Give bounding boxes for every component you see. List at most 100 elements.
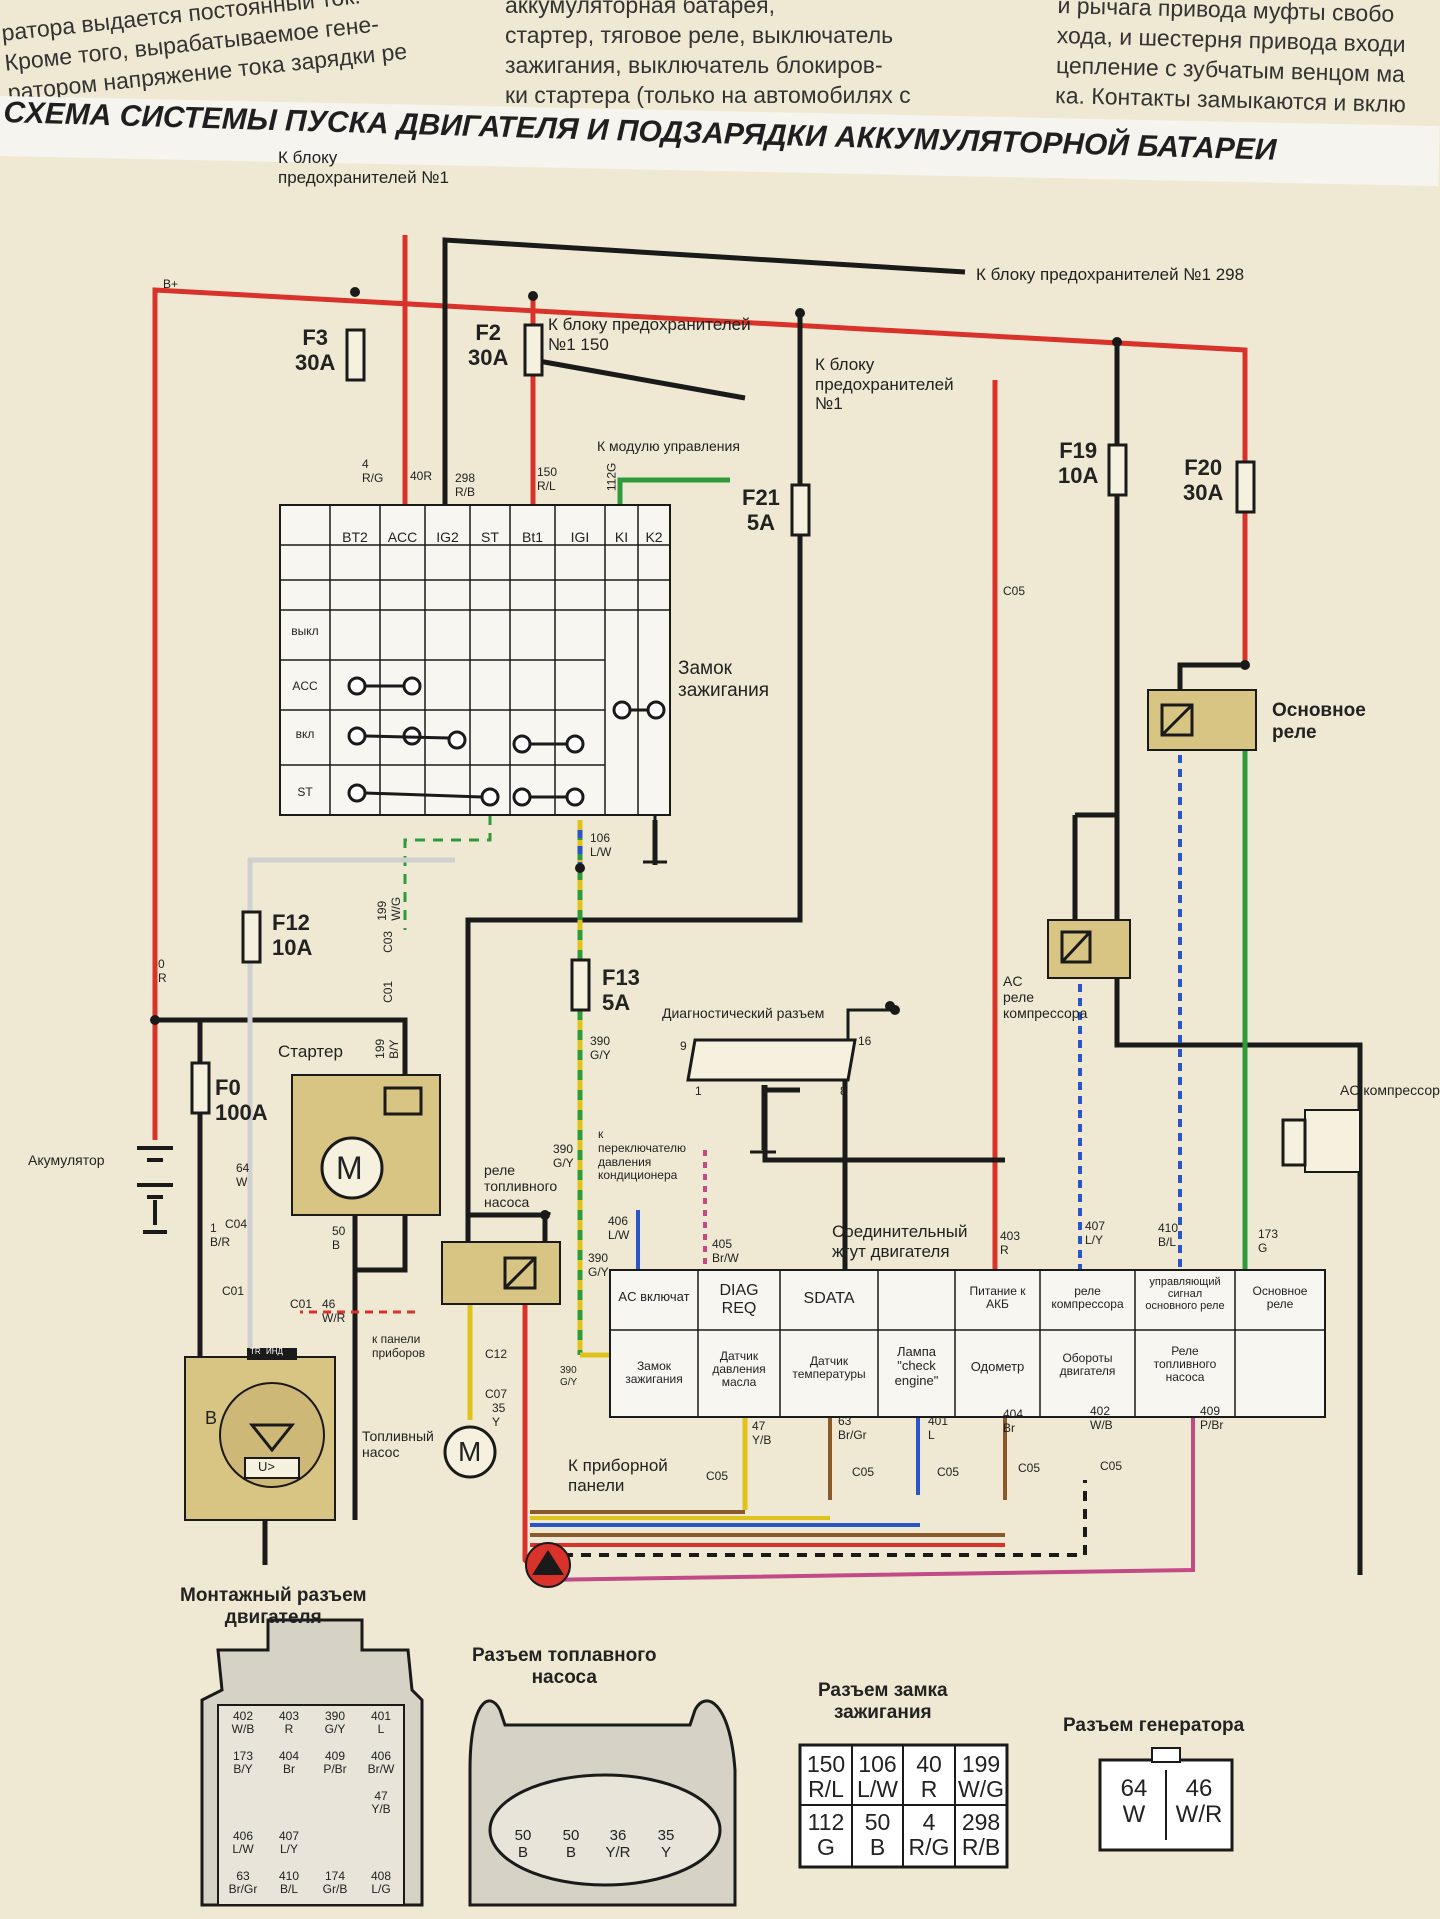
ecu-cell: Питание к АКБ	[969, 1284, 1026, 1312]
ignition-switch-grid	[279, 504, 671, 864]
generator-tr-terminal: ТR	[250, 1347, 261, 1356]
ign-pin: 112 G	[807, 1809, 845, 1861]
conn-c03: C03	[381, 930, 396, 953]
ecu-cell: Датчик давления масла	[712, 1349, 766, 1390]
wire-40: 40R	[410, 469, 433, 483]
ac-compressor-symbol	[1281, 1109, 1361, 1173]
wire-298: 298 R/B	[455, 471, 476, 499]
switch-header: IG2	[436, 529, 459, 545]
intro-line: стартер, тяговое реле, выключатель	[505, 22, 894, 48]
ecu-cell: Лампа "check engine"	[894, 1344, 939, 1388]
label-instrument-panel: к панели приборов	[372, 1332, 426, 1360]
wire-173: 173 G	[1258, 1227, 1279, 1255]
fuses	[190, 323, 1256, 1115]
fuse-f13	[570, 958, 591, 1012]
diag-pin: 1	[695, 1084, 702, 1098]
fuse-f20	[1235, 460, 1256, 514]
brown-pink-wires	[300, 1150, 1195, 1582]
intro-line: зажигания, выключатель блокиров-	[505, 52, 883, 78]
gen-pin: 46 W/R	[1175, 1775, 1223, 1829]
label-ac-compressor: AC компрессора	[1340, 1082, 1440, 1098]
ground-marker	[525, 1542, 571, 1588]
diag-pin: 16	[858, 1034, 872, 1048]
switch-header: BT2	[342, 529, 368, 545]
ecu-cell: Датчик температуры	[792, 1354, 866, 1382]
conn-c12: C12	[485, 1347, 508, 1361]
ignition-connector-title: Разъем замка зажигания	[818, 1680, 948, 1723]
wire-63: 63 Br/Gr	[838, 1414, 867, 1442]
label-f2: F2 30A	[468, 320, 509, 371]
ecu-cell: Основное реле	[1252, 1284, 1308, 1312]
engine-connector	[200, 1618, 424, 1907]
engine-pin: 403 R	[278, 1709, 300, 1737]
ign-pin: 199 W/G	[958, 1751, 1004, 1803]
generator	[184, 1348, 336, 1521]
intro-line: аккумуляторная батарея,	[505, 0, 775, 18]
generator-b-terminal: B	[205, 1408, 218, 1428]
engine-pin: 402 W/B	[231, 1709, 255, 1737]
conn-c05-b: C05	[706, 1469, 729, 1483]
switch-header: K2	[645, 529, 663, 545]
wire-405: 405 Br/W	[712, 1237, 739, 1265]
label-main-relay: Основное реле	[1272, 700, 1366, 743]
label-battery: Акумулятор	[28, 1152, 105, 1168]
wire-64: 64 W	[236, 1161, 250, 1189]
label-f12: F12 10A	[272, 910, 313, 961]
engine-pin: 47 Y/B	[371, 1789, 391, 1817]
switch-header: ACC	[387, 529, 418, 545]
wire-390-c: 390 G/Y	[588, 1251, 609, 1279]
fuel-pin: 50 B	[562, 1827, 580, 1861]
ign-pin: 50 B	[864, 1809, 891, 1861]
battery-symbol	[137, 1146, 173, 1234]
generator-regulator: U>	[258, 1459, 275, 1474]
wire-150: 150 R/L	[537, 465, 558, 493]
wire-404: 404 Br	[1003, 1407, 1024, 1435]
generator-connector-title: Разъем генератора	[1063, 1715, 1245, 1736]
conn-c05-f: C05	[1100, 1459, 1123, 1473]
wire-4: 4 R/G	[362, 457, 384, 485]
generator-ind-terminal: ИНД	[266, 1347, 283, 1356]
label-f19: F19 10A	[1058, 438, 1099, 489]
label-f13: F13 5A	[602, 965, 640, 1016]
ign-pin: 298 R/B	[961, 1809, 1001, 1861]
label-fuel-pump-relay: реле топливного насоса	[484, 1162, 558, 1211]
ecu-cell: AC включат	[618, 1289, 690, 1304]
conn-c05-e: C05	[1018, 1461, 1041, 1475]
engine-pin: 390 G/Y	[324, 1709, 346, 1737]
switch-header: IGI	[570, 529, 590, 545]
diagnostic-connector	[686, 1005, 900, 1154]
engine-pin: 407 L/Y	[278, 1829, 300, 1857]
wire-402: 402 W/B	[1090, 1404, 1113, 1432]
label-diag-connector: Диагностический разъем	[662, 1005, 825, 1021]
ecu-cell: реле компрессора	[1051, 1284, 1124, 1312]
black-wires	[155, 237, 1363, 1575]
wire-390-d: 390 G/Y	[560, 1365, 578, 1388]
label-f3: F3 30A	[295, 325, 336, 376]
switch-header: Bt1	[521, 529, 543, 545]
fuel-relay-box	[441, 1241, 561, 1305]
fuse-f3	[345, 328, 366, 382]
fuel-pin: 50 B	[514, 1827, 532, 1861]
intro-col-2: аккумуляторная батарея, стартер, тяговое…	[505, 0, 1025, 110]
engine-pin: 401 L	[370, 1709, 392, 1737]
conn-c07: C07	[485, 1387, 508, 1401]
wire-403: 403 R	[1000, 1229, 1021, 1257]
engine-pin: 63 Br/Gr	[228, 1869, 258, 1897]
label-ac-pressure-switch: к переключателю давления кондиционера	[598, 1127, 686, 1183]
wire-46: 46 W/R	[322, 1297, 346, 1325]
engine-pin: 406 L/W	[232, 1829, 254, 1857]
fuse-f12	[241, 910, 262, 964]
fuse-f2	[523, 323, 544, 377]
label-b-plus: B+	[163, 277, 179, 291]
diag-pin: 8	[840, 1084, 847, 1098]
engine-pin	[312, 1830, 358, 1870]
ecu-cell: управляющий сигнал основного реле	[1145, 1276, 1225, 1313]
switch-header: KI	[614, 529, 629, 545]
diag-pin: 9	[680, 1039, 687, 1053]
ign-pin: 40 R	[916, 1751, 942, 1803]
ecu-cell: Замок зажигания	[625, 1359, 683, 1387]
label-f21: F21 5A	[742, 485, 780, 536]
ecu-cell: Реле топливного насоса	[1153, 1344, 1217, 1385]
